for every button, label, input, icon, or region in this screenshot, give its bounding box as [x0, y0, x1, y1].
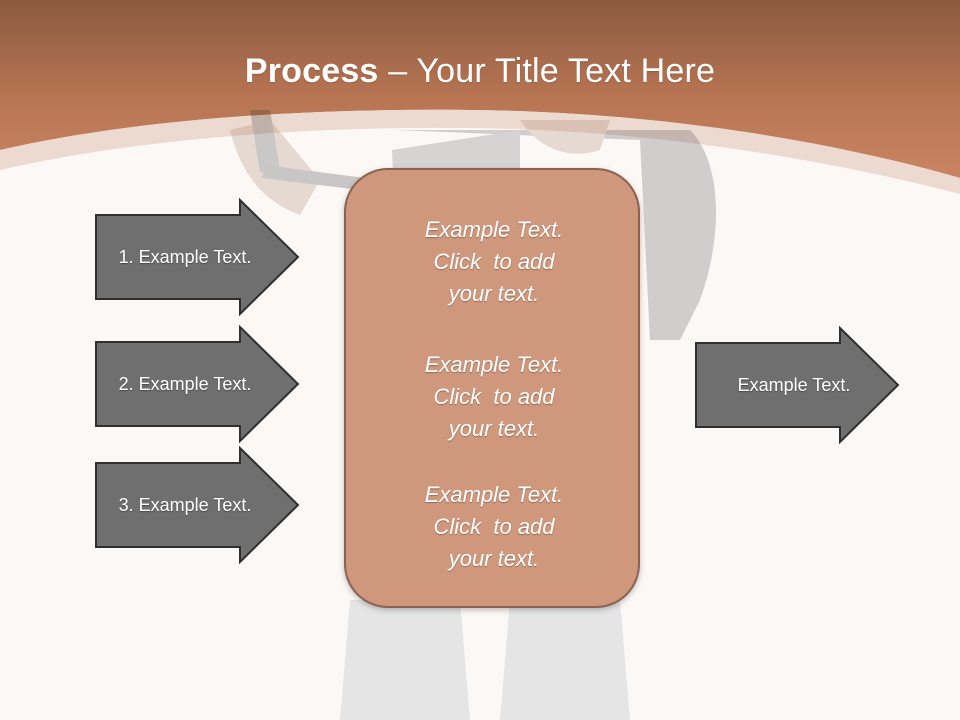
left-arrow-1-label: 1. Example Text.	[118, 246, 252, 267]
title-bold: Process	[244, 52, 379, 90]
center-block-1-line1: Example Text.	[424, 217, 564, 242]
center-block-3: Example Text. Click to add your text.	[346, 479, 642, 575]
center-block-1-line2: Click to add	[433, 249, 555, 274]
center-block-2-line2: Click to add	[433, 384, 555, 409]
center-block-1: Example Text. Click to add your text.	[346, 214, 642, 310]
left-arrow-2-label: 2. Example Text.	[118, 373, 252, 394]
arrow-shape	[95, 446, 300, 564]
left-arrow-3[interactable]: 3. Example Text.	[94, 446, 300, 564]
center-block-3-line1: Example Text.	[424, 482, 564, 507]
title-rest: Your Title Text Here	[416, 52, 716, 90]
slide-title: Process – Your Title Text Here	[0, 52, 960, 91]
arrow-shape	[95, 325, 300, 443]
right-arrow[interactable]: Example Text.	[694, 326, 900, 444]
title-dash: –	[378, 52, 417, 90]
left-arrow-1[interactable]: 1. Example Text.	[94, 198, 300, 316]
arrow-shape	[695, 326, 900, 444]
center-block-3-line2: Click to add	[433, 514, 555, 539]
center-block-2: Example Text. Click to add your text.	[346, 349, 642, 445]
left-arrow-2[interactable]: 2. Example Text.	[94, 325, 300, 443]
center-block-3-line3: your text.	[448, 546, 540, 571]
center-block-1-line3: your text.	[448, 281, 540, 306]
arrow-shape	[95, 198, 300, 316]
center-block-2-line3: your text.	[448, 416, 540, 441]
center-block-2-line1: Example Text.	[424, 352, 564, 377]
right-arrow-label: Example Text.	[737, 374, 851, 395]
left-arrow-3-label: 3. Example Text.	[118, 494, 252, 515]
center-text-box[interactable]: Example Text. Click to add your text. Ex…	[344, 168, 640, 608]
